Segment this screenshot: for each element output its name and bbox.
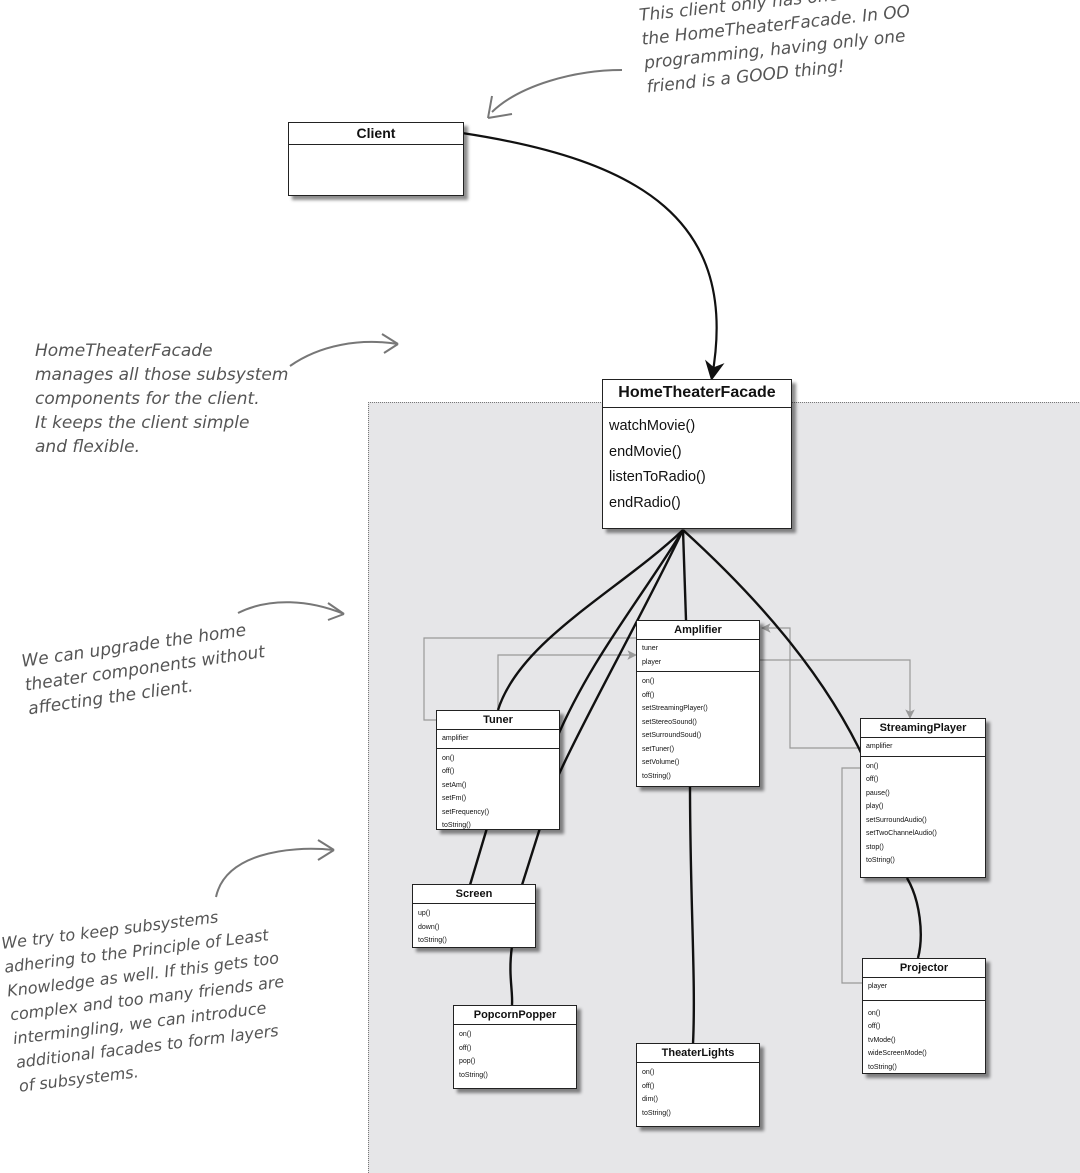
popcorn-popper-methods: on() off() pop() toString() bbox=[454, 1025, 576, 1084]
projector-attributes: player bbox=[863, 978, 985, 1001]
method: on() bbox=[442, 754, 455, 762]
method: on() bbox=[459, 1031, 472, 1038]
method-listen-to-radio: listenToRadio() bbox=[609, 469, 706, 485]
method: toString() bbox=[642, 772, 671, 780]
method: setSurroundAudio() bbox=[866, 816, 927, 824]
streaming-player-methods: on() off() pause() play() setSurroundAud… bbox=[861, 757, 985, 870]
subsystem-note: We try to keep subsystems adhering to th… bbox=[0, 907, 286, 1096]
amplifier-class: Amplifier tuner player on() off() setStr… bbox=[636, 620, 760, 787]
method: setStereoSound() bbox=[642, 718, 697, 726]
attribute: amplifier bbox=[442, 735, 469, 742]
tuner-class-name: Tuner bbox=[437, 711, 559, 730]
method: pause() bbox=[866, 789, 890, 797]
streaming-player-class-name: StreamingPlayer bbox=[861, 719, 985, 738]
upgrade-note-arrow bbox=[237, 601, 345, 615]
method: off() bbox=[442, 768, 455, 775]
method: on() bbox=[866, 762, 879, 770]
method-end-movie: endMovie() bbox=[609, 443, 682, 460]
method: setTwoChannelAudio() bbox=[866, 830, 937, 837]
popcorn-popper-class-name: PopcornPopper bbox=[454, 1006, 576, 1025]
method: off() bbox=[642, 691, 655, 699]
home-theater-facade-class: HomeTheaterFacade watchMovie() endMovie(… bbox=[602, 379, 792, 529]
method: off() bbox=[866, 776, 879, 783]
tuner-attributes: amplifier bbox=[437, 730, 559, 749]
method: on() bbox=[642, 1069, 655, 1076]
method: setTuner() bbox=[642, 745, 675, 753]
facade-methods: watchMovie() endMovie() listenToRadio() … bbox=[603, 408, 791, 520]
projector-methods: on() off() tvMode() wideScreenMode() toS… bbox=[863, 1001, 985, 1077]
method: toString() bbox=[642, 1109, 671, 1117]
amplifier-methods: on() off() setStreamingPlayer() setStere… bbox=[637, 672, 759, 785]
amplifier-class-name: Amplifier bbox=[637, 621, 759, 640]
projector-class-name: Projector bbox=[863, 959, 985, 978]
client-to-facade-link bbox=[461, 131, 725, 381]
method: toString() bbox=[418, 937, 447, 944]
facade-note-arrow bbox=[289, 341, 399, 367]
method: wideScreenMode() bbox=[868, 1050, 927, 1057]
screen-class: Screen up() down() toString() bbox=[412, 884, 536, 948]
method: on() bbox=[868, 1009, 881, 1017]
method: setSurroundSoud() bbox=[642, 732, 702, 739]
attribute: amplifier bbox=[866, 743, 893, 750]
method: setVolume() bbox=[642, 759, 680, 766]
tuner-class: Tuner amplifier on() off() setAm() setFm… bbox=[436, 710, 560, 830]
projector-class: Projector player on() off() tvMode() wid… bbox=[862, 958, 986, 1074]
theater-lights-class: TheaterLights on() off() dim() toString(… bbox=[636, 1043, 760, 1127]
method-end-radio: endRadio() bbox=[609, 494, 681, 511]
popcorn-popper-class: PopcornPopper on() off() pop() toString(… bbox=[453, 1005, 577, 1089]
method: toString() bbox=[868, 1063, 897, 1071]
screen-class-name: Screen bbox=[413, 885, 535, 904]
amplifier-attributes: tuner player bbox=[637, 640, 759, 672]
tuner-methods: on() off() setAm() setFm() setFrequency(… bbox=[437, 749, 559, 835]
method: up() bbox=[418, 910, 431, 917]
method: setAm() bbox=[442, 781, 467, 789]
facade-class-name: HomeTheaterFacade bbox=[603, 380, 791, 408]
method: setStreamingPlayer() bbox=[642, 705, 708, 712]
method: toString() bbox=[442, 822, 471, 829]
method: off() bbox=[642, 1082, 655, 1090]
method-watch-movie: watchMovie() bbox=[609, 418, 696, 434]
method: on() bbox=[642, 678, 655, 685]
attribute: tuner bbox=[642, 645, 658, 652]
client-class: Client bbox=[288, 122, 464, 196]
screen-methods: up() down() toString() bbox=[413, 904, 535, 950]
method: tvMode() bbox=[868, 1036, 896, 1044]
method: toString() bbox=[866, 857, 895, 864]
method: toString() bbox=[459, 1071, 488, 1079]
facade-note: HomeTheaterFacade manages all those subs… bbox=[35, 341, 289, 457]
method: setFm() bbox=[442, 795, 467, 802]
attribute: player bbox=[642, 658, 662, 666]
client-class-name: Client bbox=[289, 123, 463, 145]
attribute: player bbox=[868, 983, 888, 990]
method: dim() bbox=[642, 1096, 658, 1103]
method: setFrequency() bbox=[442, 808, 490, 816]
streaming-player-class: StreamingPlayer amplifier on() off() pau… bbox=[860, 718, 986, 878]
method: stop() bbox=[866, 843, 884, 851]
method: off() bbox=[868, 1023, 881, 1030]
method: pop() bbox=[459, 1058, 476, 1065]
client-note-arrow bbox=[491, 69, 623, 113]
method: down() bbox=[418, 923, 440, 931]
method: off() bbox=[459, 1044, 472, 1052]
theater-lights-class-name: TheaterLights bbox=[637, 1044, 759, 1063]
subsystem-note-arrow bbox=[215, 847, 335, 898]
theater-lights-methods: on() off() dim() toString() bbox=[637, 1063, 759, 1122]
streaming-player-attributes: amplifier bbox=[861, 738, 985, 757]
method: play() bbox=[866, 803, 884, 810]
